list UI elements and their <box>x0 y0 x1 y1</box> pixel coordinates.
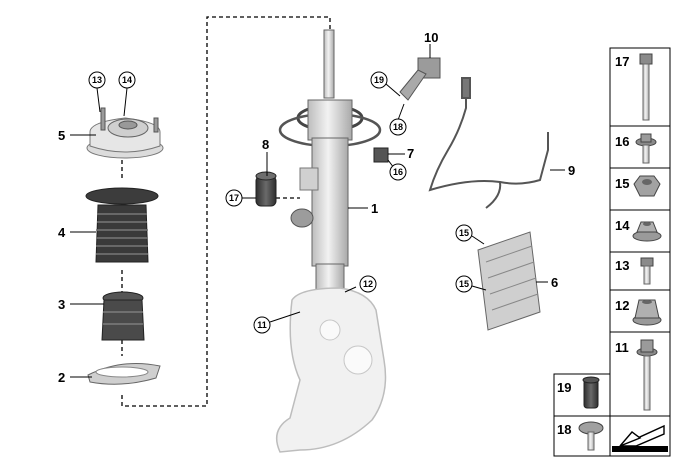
callout-9: 9 <box>568 163 575 178</box>
callout-10: 10 <box>424 30 438 45</box>
callout-11: 11 <box>257 320 267 330</box>
callout-19: 19 <box>374 75 384 85</box>
sidebar-14: 14 <box>615 218 630 233</box>
callout-16: 16 <box>393 167 403 177</box>
sidebar-12: 12 <box>615 298 629 313</box>
nut-14-icon <box>632 221 662 242</box>
sensor-bracket-part <box>373 57 441 163</box>
control-unit-part <box>477 231 541 331</box>
sidebar-18: 18 <box>557 422 571 437</box>
sidebar-13: 13 <box>615 258 629 273</box>
callout-17: 17 <box>229 193 239 203</box>
sidebar-19: 19 <box>557 380 571 395</box>
callout-6: 6 <box>551 275 558 290</box>
callout-12: 12 <box>363 279 373 289</box>
fastener-sidebar: 17 16 15 14 13 12 11 19 18 <box>553 47 671 457</box>
callout-14: 14 <box>122 75 132 85</box>
steering-knuckle-part <box>275 287 387 453</box>
bolt-11-icon <box>636 339 658 411</box>
nut-12-icon <box>632 299 662 326</box>
sidebar-11: 11 <box>615 340 629 355</box>
nut-15-icon <box>633 175 661 197</box>
sensor-cable-part <box>428 77 549 209</box>
dust-boot-part <box>85 187 159 263</box>
callout-7: 7 <box>407 146 414 161</box>
callout-15b: 15 <box>459 279 469 289</box>
bolt-16-icon <box>635 133 657 164</box>
screw-18-icon <box>578 421 604 451</box>
sidebar-17: 17 <box>615 54 629 69</box>
spring-seat-part <box>87 362 161 385</box>
bolt-17-icon <box>639 53 653 121</box>
callout-5: 5 <box>58 128 65 143</box>
callout-18: 18 <box>393 122 403 132</box>
callout-4: 4 <box>58 225 66 240</box>
strut-mount-part <box>86 107 164 159</box>
bump-stop-part <box>101 291 145 341</box>
callout-2: 2 <box>58 370 65 385</box>
sidebar-15: 15 <box>615 176 629 191</box>
bolt-13-icon <box>640 257 654 285</box>
rivet-nut-19-icon <box>582 376 600 409</box>
callout-3: 3 <box>58 297 65 312</box>
callout-1: 1 <box>371 201 378 216</box>
callout-15a: 15 <box>459 228 469 238</box>
scale-arrow-icon <box>612 424 668 452</box>
shock-absorber-part <box>278 29 382 293</box>
callout-8: 8 <box>262 137 269 152</box>
callouts: 5 4 3 2 1 8 10 7 9 6 13 14 17 19 18 16 1… <box>58 30 575 385</box>
sidebar-16: 16 <box>615 134 629 149</box>
bushing-part <box>255 171 277 207</box>
callout-13: 13 <box>92 75 102 85</box>
leader-lines <box>70 44 565 378</box>
